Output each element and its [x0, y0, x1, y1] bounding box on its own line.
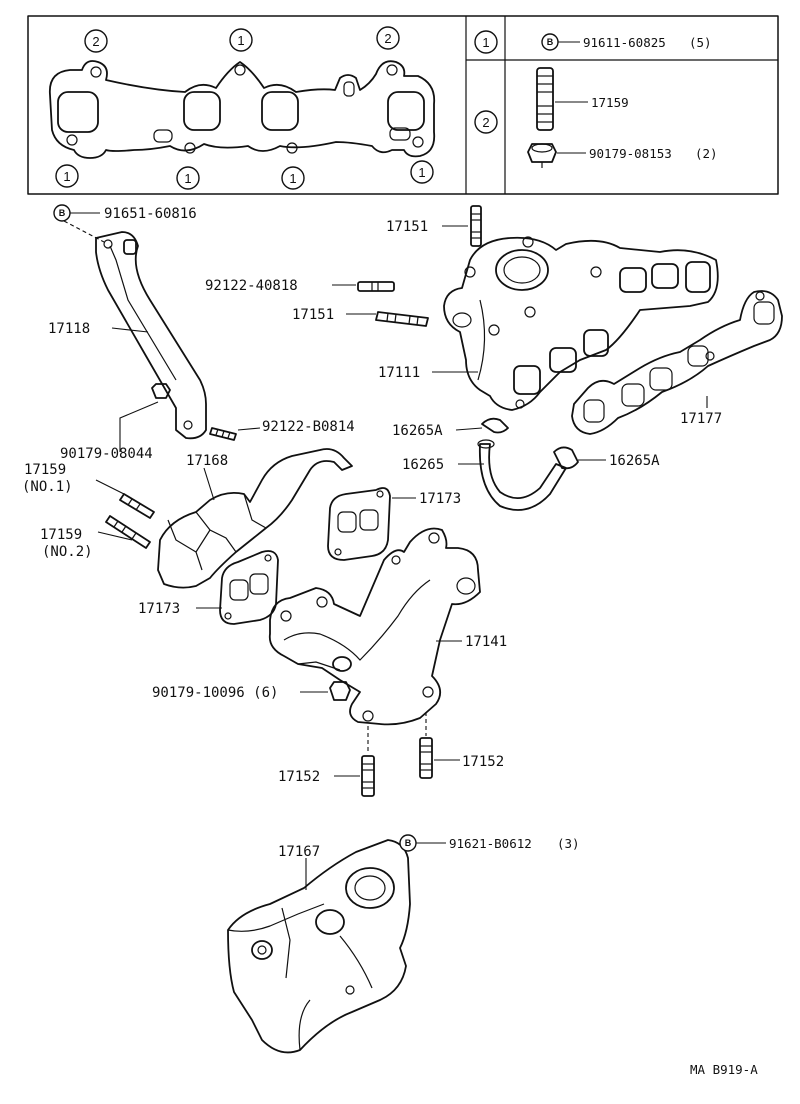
label-90179-08044: 90179-08044	[60, 446, 153, 462]
gasket-callout-2-right: 2	[376, 26, 400, 50]
stud-17159-no2-drawing	[105, 515, 151, 549]
label-17151-top: 17151	[386, 219, 428, 235]
label-17152-right: 17152	[462, 754, 504, 770]
label-92122-40818: 92122-40818	[205, 278, 298, 294]
gasket-callout-1-bottom-c: 1	[281, 166, 305, 190]
gasket-callout-1-bottom-d: 1	[410, 160, 434, 184]
legend-row2-nut-qty: (2)	[695, 146, 718, 161]
hose-16265-drawing	[477, 439, 567, 511]
stud-17152-left-drawing	[361, 755, 375, 797]
label-17111: 17111	[378, 365, 420, 381]
gasket-callout-1-bottom-b: 1	[176, 166, 200, 190]
nut-90179-10096-drawing	[329, 681, 351, 701]
label-17159-no2: 17159	[40, 527, 82, 543]
gasket-17173-right-drawing	[327, 487, 391, 561]
legend-row2-nut: 90179-08153	[589, 146, 672, 161]
clamp-16265A-left-drawing	[481, 417, 509, 434]
svg-text:B: B	[547, 37, 554, 47]
legend-row2-stud: 17159	[591, 95, 629, 110]
heat-insulator-17167-drawing	[227, 839, 411, 1054]
legend-table: 1 B 91611-60825 (5) 2 17159	[466, 16, 778, 194]
svg-text:2: 2	[482, 115, 489, 130]
label-17159-no2-note: (NO.2)	[42, 544, 93, 560]
label-16265A-right: 16265A	[609, 453, 660, 469]
bracket-17118-drawing	[95, 231, 207, 440]
legend-row2-callout: 2	[474, 110, 498, 134]
gasket-17173-left-drawing	[219, 550, 279, 625]
label-16265A-left: 16265A	[392, 423, 443, 439]
gasket-panel-frame	[27, 15, 779, 195]
label-17159-no1: 17159	[24, 462, 66, 478]
gasket-17177-drawing	[571, 290, 783, 435]
label-17173-right: 17173	[419, 491, 461, 507]
gasket-callout-2-left: 2	[84, 29, 108, 53]
label-90179-10096: 90179-10096 (6)	[152, 685, 278, 701]
legend-row1-part-no: 91611-60825	[583, 35, 666, 50]
intake-manifold-17111-drawing	[443, 236, 719, 411]
stud-17159-no1-drawing	[119, 493, 155, 519]
stud-17151-top-drawing	[470, 205, 482, 247]
svg-text:1: 1	[418, 165, 425, 180]
exhaust-manifold-17141-drawing	[268, 527, 481, 726]
label-92122-B0814: 92122-B0814	[262, 419, 355, 435]
label-17152-left: 17152	[278, 769, 320, 785]
label-17177: 17177	[680, 411, 722, 427]
legend-nut-drawing	[527, 143, 557, 168]
heat-insulator-17168-drawing	[157, 448, 353, 589]
label-17151-mid: 17151	[292, 307, 334, 323]
stud-92122-40818-drawing	[357, 281, 395, 292]
drawing-code: MA B919-A	[690, 1062, 758, 1077]
svg-text:1: 1	[63, 169, 70, 184]
svg-text:B: B	[405, 838, 412, 848]
bolt-top-mark: B	[53, 204, 71, 222]
stud-17151-mid-drawing	[375, 311, 429, 327]
label-17141: 17141	[465, 634, 507, 650]
nut-90179-08044-drawing	[151, 383, 171, 399]
label-16265: 16265	[402, 457, 444, 473]
label-17159-no1-note: (NO.1)	[22, 479, 73, 495]
stud-17152-right-drawing	[419, 737, 433, 779]
legend-stud-drawing	[536, 67, 554, 131]
label-91651-60816: 91651-60816	[104, 206, 197, 222]
label-17167: 17167	[278, 844, 320, 860]
label-17168: 17168	[186, 453, 228, 469]
svg-text:2: 2	[92, 34, 99, 49]
legend-row1-callout: 1	[474, 30, 498, 54]
stud-92122-B0814-drawing	[209, 427, 237, 441]
svg-text:2: 2	[384, 31, 391, 46]
gasket-callout-1-top: 1	[229, 28, 253, 52]
svg-text:1: 1	[237, 33, 244, 48]
label-17118: 17118	[48, 321, 90, 337]
legend-row1-qty: (5)	[689, 35, 712, 50]
label-91621-B0612: 91621-B0612	[449, 836, 532, 851]
svg-text:1: 1	[184, 171, 191, 186]
label-17173-left: 17173	[138, 601, 180, 617]
manifold-gasket-drawing	[48, 60, 436, 159]
gasket-callout-1-bottom-a: 1	[55, 164, 79, 188]
svg-text:1: 1	[289, 171, 296, 186]
svg-text:1: 1	[482, 35, 489, 50]
svg-text:B: B	[59, 208, 66, 218]
clamp-16265A-right-drawing	[553, 446, 579, 470]
bolt-bottom-mark: B	[399, 834, 417, 852]
legend-row1-bolt-mark: B	[541, 33, 559, 51]
label-91621-B0612-qty: (3)	[557, 836, 580, 851]
